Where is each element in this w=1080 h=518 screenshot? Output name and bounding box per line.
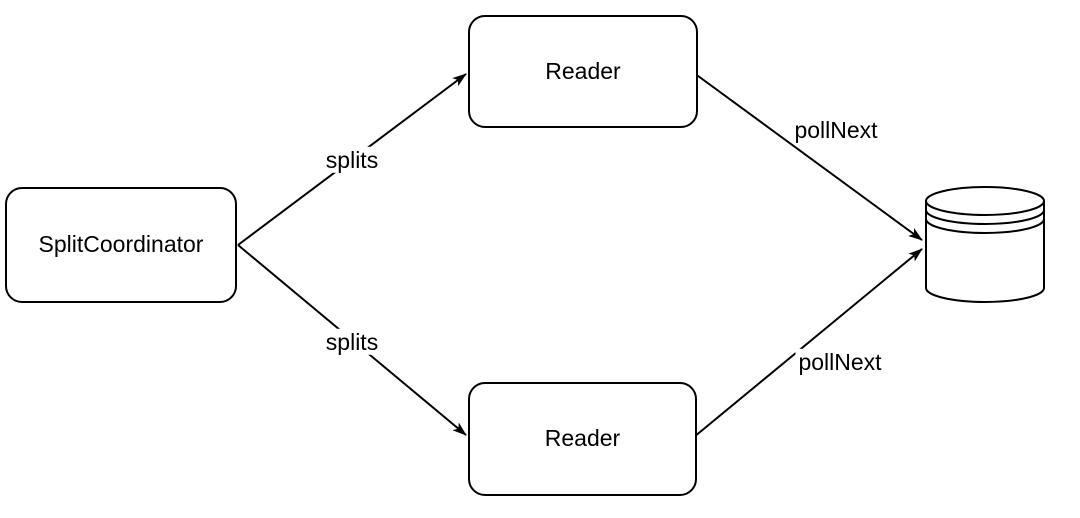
node-split-coordinator-label: SplitCoordinator xyxy=(38,231,204,258)
edge-label-pollnext-top: pollNext xyxy=(791,116,881,144)
edge-pollnext-top xyxy=(693,72,923,241)
edge-label-splits-top: splits xyxy=(322,146,382,174)
database-cylinder-icon xyxy=(925,186,1045,303)
node-split-coordinator: SplitCoordinator xyxy=(5,187,237,303)
node-reader-bottom: Reader xyxy=(468,382,697,496)
edge-label-pollnext-bottom: pollNext xyxy=(795,348,885,376)
node-reader-top: Reader xyxy=(468,15,698,128)
edge-label-splits-bottom: splits xyxy=(322,328,382,356)
edge-pollnext-bottom xyxy=(693,248,923,438)
node-reader-bottom-label: Reader xyxy=(544,425,621,452)
node-reader-top-label: Reader xyxy=(545,57,621,84)
